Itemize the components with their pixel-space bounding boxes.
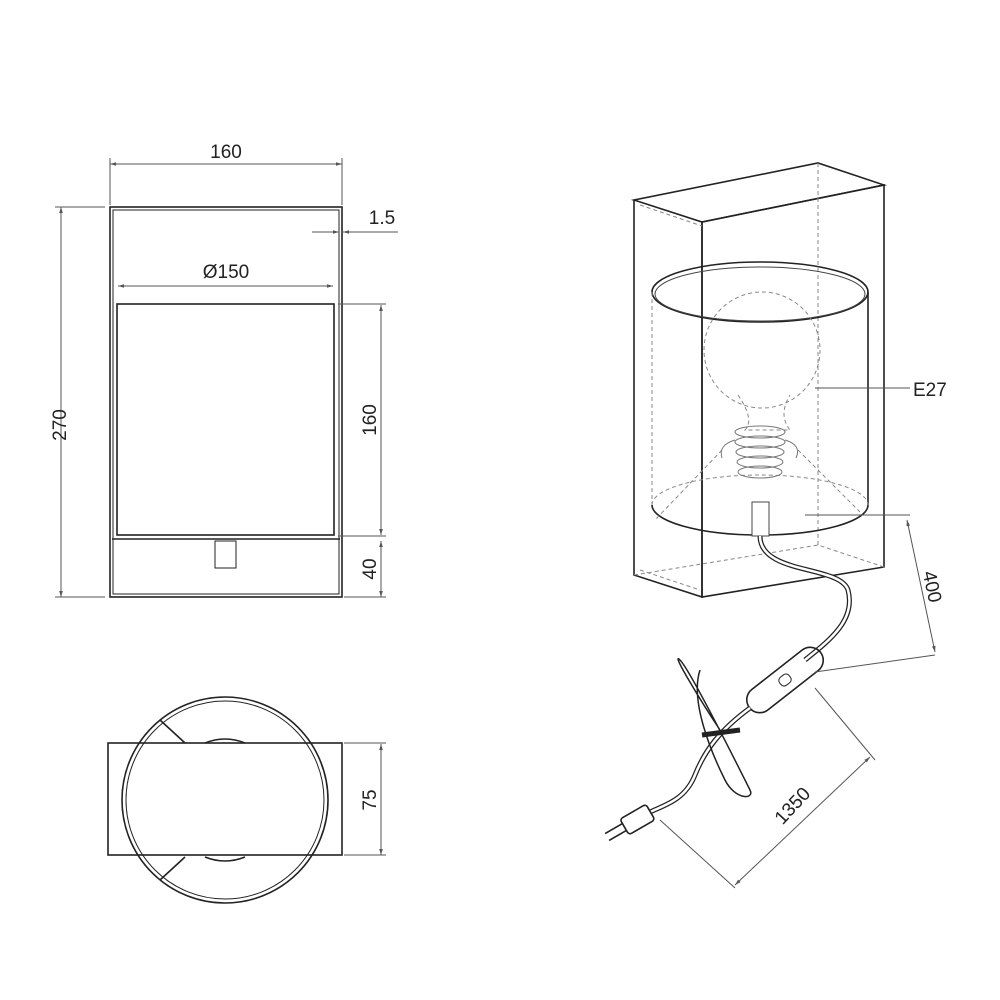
dim-wall-label: 1.5	[369, 208, 395, 229]
shade-outline	[116, 303, 335, 536]
front-view: 160 1.5 Ø150 270 160 40	[50, 142, 398, 598]
dim-shade-height-label: 160	[360, 404, 381, 436]
top-body-rect	[107, 742, 343, 856]
dim-height-label: 270	[50, 409, 71, 441]
lamp-outer-frame	[109, 206, 343, 598]
shade-circle	[121, 696, 329, 904]
iso-view: E27 400 1350	[604, 162, 947, 889]
dim-width-label: 160	[210, 142, 242, 163]
socket-label: E27	[913, 380, 947, 401]
dim-cord-length-label: 1350	[771, 784, 815, 829]
switch-block	[214, 540, 237, 569]
dim-base-height-label: 40	[360, 558, 381, 579]
dim-depth-label: 75	[360, 789, 381, 810]
dim-diameter-label: Ø150	[203, 262, 249, 283]
socket-base	[751, 501, 770, 537]
lamp-inner-frame	[112, 209, 340, 595]
bulb-outline	[703, 291, 821, 409]
plug	[604, 804, 655, 842]
dim-switch-cord-label: 400	[918, 569, 945, 604]
coiled-cord	[677, 657, 752, 798]
top-view: 75	[107, 696, 386, 904]
